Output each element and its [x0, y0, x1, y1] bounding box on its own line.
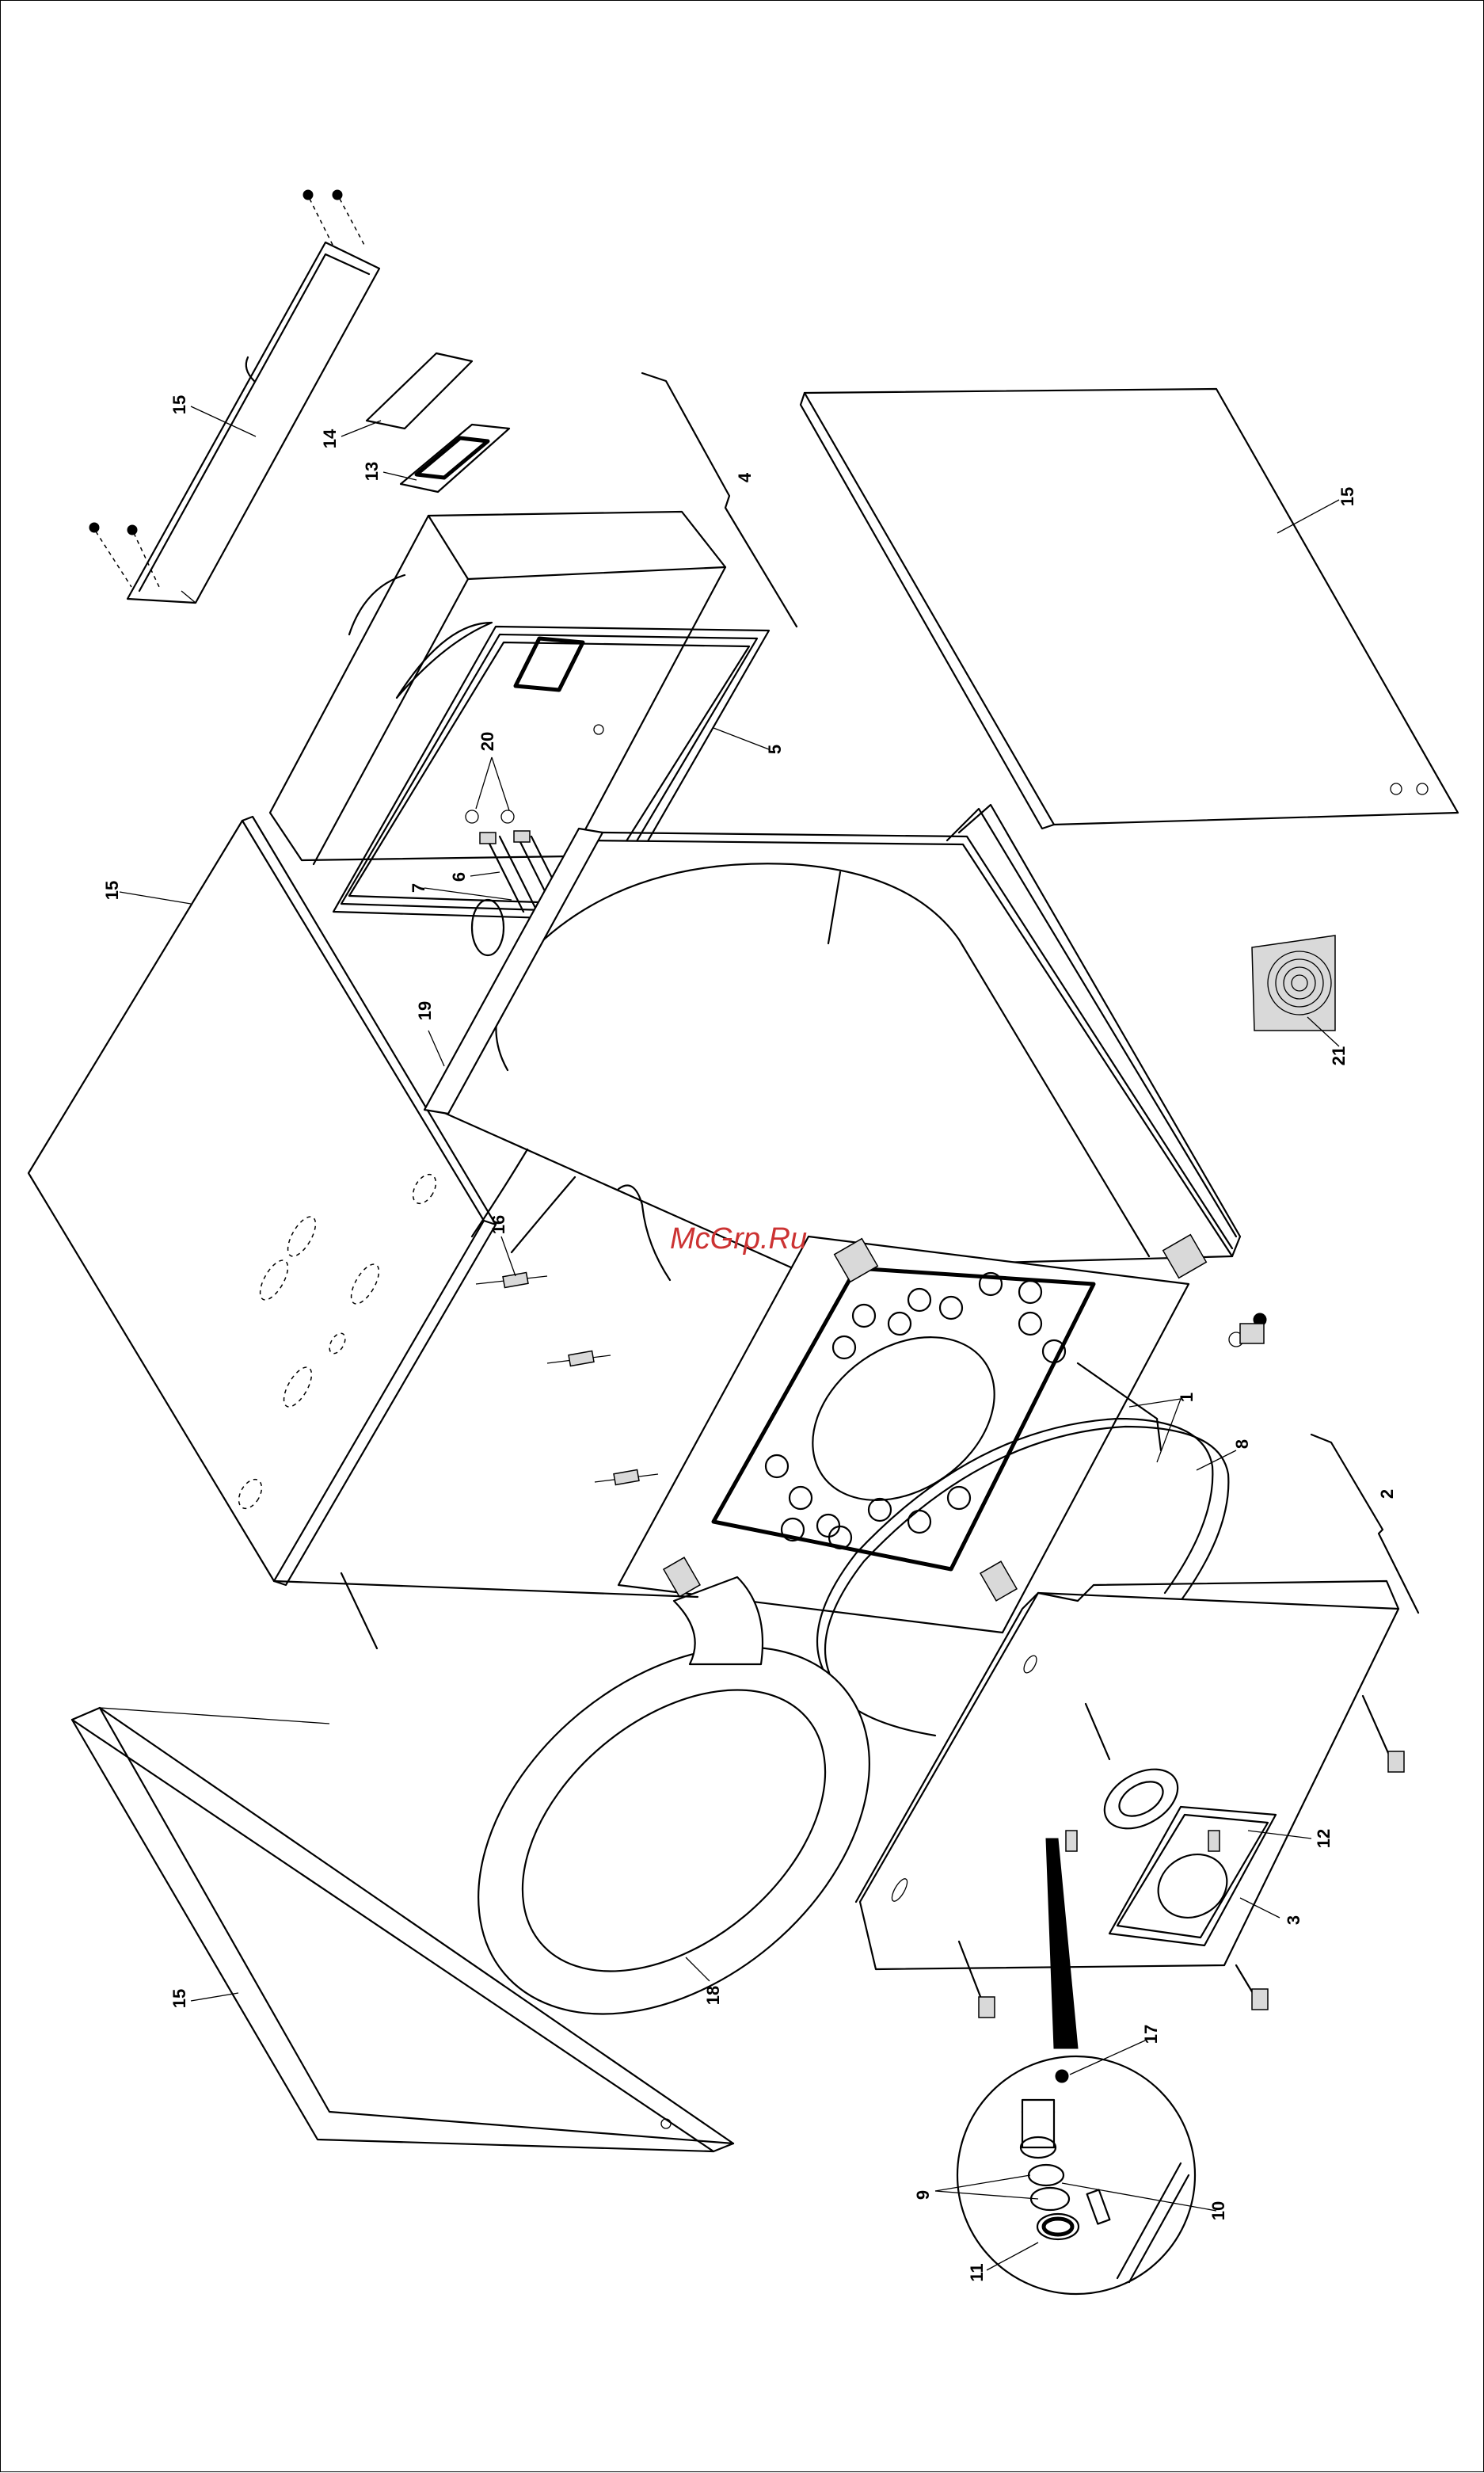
label-spring-16: 16 — [489, 1215, 508, 1234]
label-bracket-4: 4 — [735, 472, 755, 482]
springs-16 — [472, 1149, 658, 1484]
top-cover-bar — [127, 242, 379, 603]
label-part-11: 11 — [967, 2263, 987, 2281]
label-plate-3: 3 — [1284, 1915, 1303, 1925]
right-panel-15 — [801, 389, 1458, 829]
element-21 — [1252, 935, 1335, 1031]
gasket-13 — [401, 425, 509, 492]
label-bottom-panel: 15 — [169, 1989, 189, 2008]
label-left-panel: 15 — [102, 881, 122, 900]
label-pipe-7: 7 — [409, 883, 428, 893]
label-pins-20: 20 — [478, 732, 497, 751]
label-gasket-18: 18 — [703, 1986, 723, 2005]
label-rod-19: 19 — [415, 1001, 435, 1020]
label-frame-5: 5 — [765, 745, 785, 754]
central-body — [428, 805, 1240, 1280]
top-plate-14 — [367, 353, 472, 429]
label-plate-12: 12 — [1314, 1829, 1334, 1848]
front-flange — [618, 1236, 1189, 1633]
label-part-9: 9 — [913, 2190, 933, 2200]
label-pipe-6: 6 — [449, 872, 469, 882]
upper-housing — [270, 512, 725, 864]
label-bracket-2: 2 — [1377, 1489, 1397, 1499]
left-panel-15 — [29, 817, 496, 1585]
label-top-cover: 15 — [169, 395, 189, 414]
label-right-panel: 15 — [1338, 487, 1357, 506]
label-element-21: 21 — [1329, 1046, 1349, 1065]
label-ring-8: 8 — [1232, 1439, 1252, 1449]
watermark-text: McGrp.Ru — [670, 1222, 807, 1256]
label-part-17: 17 — [1141, 2025, 1161, 2044]
gasket-18 — [407, 1572, 940, 2088]
label-top-plate: 14 — [320, 429, 340, 448]
bracket-2 — [1311, 1435, 1418, 1613]
label-part-10: 10 — [1208, 2201, 1228, 2220]
label-top-gasket: 13 — [362, 462, 382, 481]
label-hinge-1: 1 — [1177, 1393, 1197, 1402]
